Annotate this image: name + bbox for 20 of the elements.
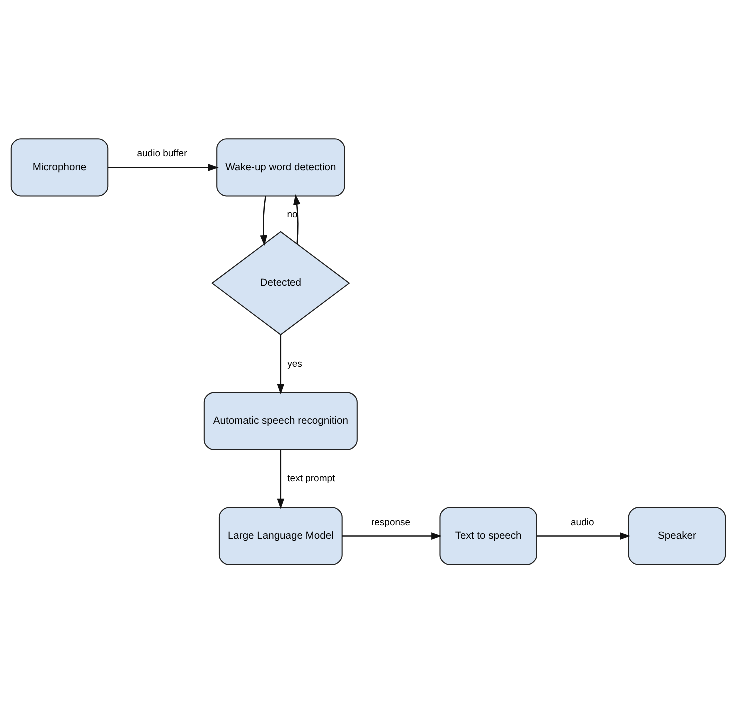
node-diamond: Detected [211,231,350,336]
node-box: Microphone [10,138,109,197]
arrow [537,532,631,540]
arrow [108,164,219,172]
node-box: Wake-up word detection [216,138,346,197]
arrow [293,194,301,244]
node-box: Large Language Model [218,507,343,566]
edge-label: no [287,209,298,220]
edge-label: response [371,517,411,528]
node-box: Automatic speech recognition [204,392,358,450]
node-box: Speaker [628,507,726,566]
node-box: Text to speech [440,507,538,566]
edge-label: text prompt [288,474,336,485]
arrow [260,196,268,246]
arrow [342,532,442,540]
arrow [277,335,285,395]
arrow [277,450,285,510]
edge-label: audio [571,517,594,528]
edge-label: yes [288,358,302,370]
edge-label: audio buffer [137,148,188,160]
